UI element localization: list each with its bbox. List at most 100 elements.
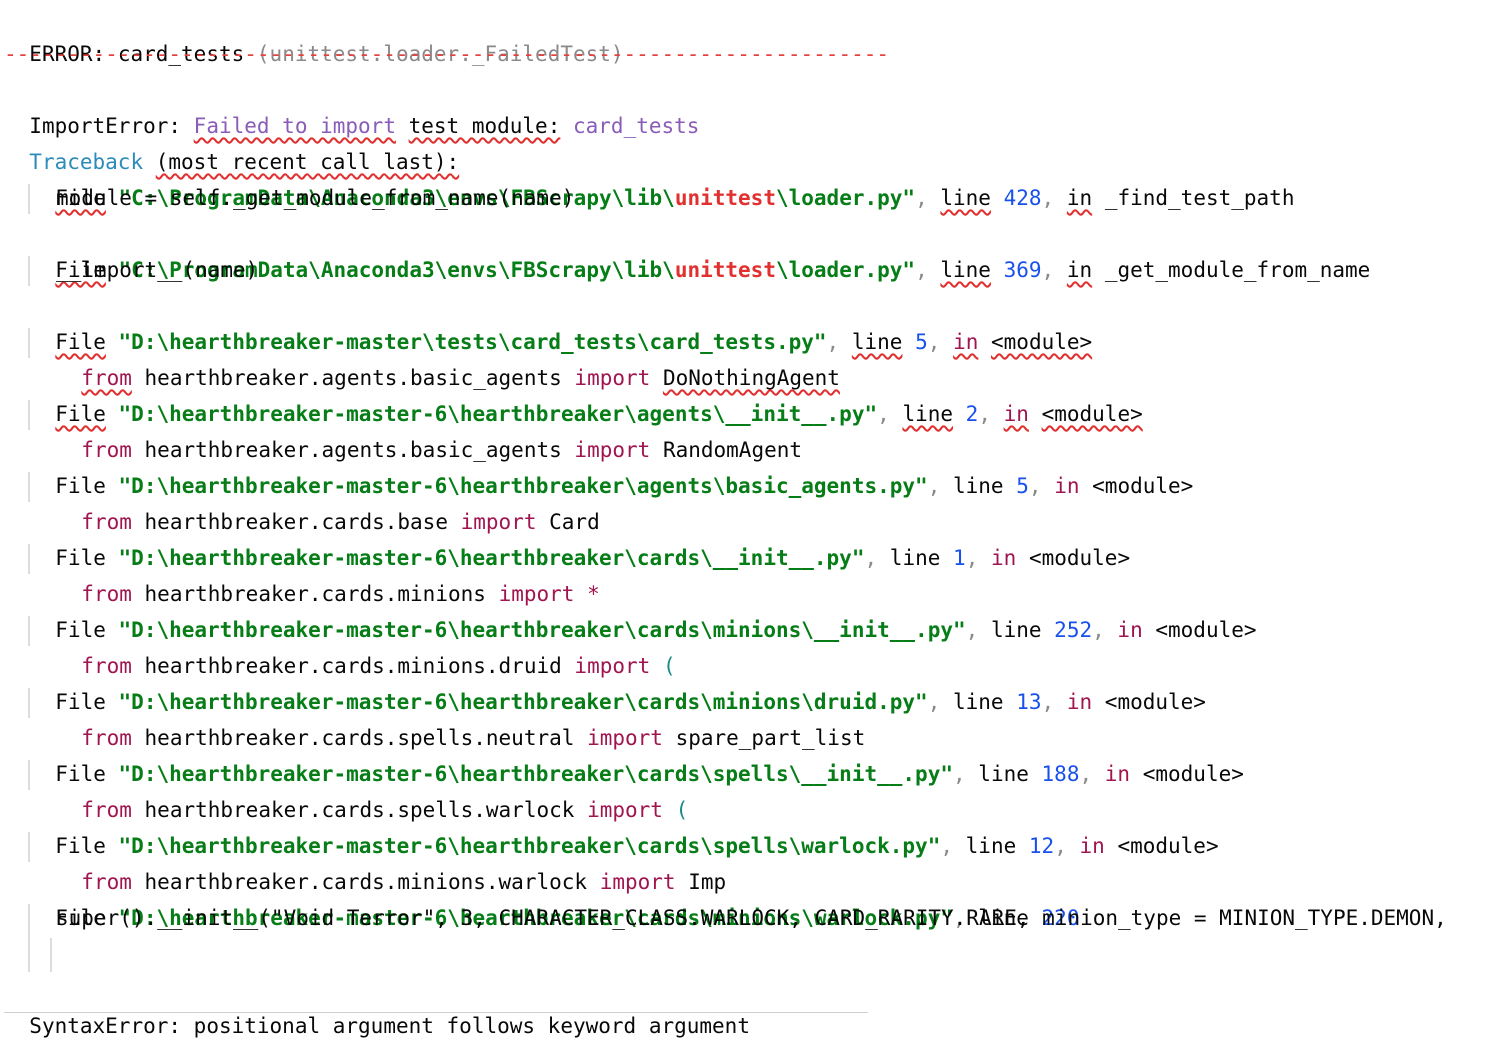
code-import: import	[587, 798, 663, 822]
comma: ,	[927, 474, 941, 498]
frame-function: _find_test_path	[1104, 186, 1295, 210]
indent-guide	[28, 760, 30, 790]
line-label: line	[990, 618, 1042, 642]
code-import: import	[574, 438, 651, 462]
frame-function: <module>	[1117, 834, 1219, 858]
frame-file-line[interactable]: File "D:\hearthbreaker-master-6\hearthbr…	[30, 864, 1079, 930]
in-label: in	[991, 546, 1017, 570]
import-error-message-prefix: Failed to import	[193, 114, 396, 138]
syntax-error-type: SyntaxError:	[29, 1014, 182, 1038]
code-from: from	[81, 726, 132, 750]
frame-code-line: from hearthbreaker.cards.spells.neutral …	[56, 684, 865, 750]
frame-function: <module>	[1092, 474, 1194, 498]
code-name: Card	[549, 510, 600, 534]
code-name: DoNothingAgent	[662, 366, 840, 390]
comma: ,	[952, 762, 966, 786]
comma: ,	[927, 330, 941, 354]
file-label: File	[55, 618, 106, 642]
frame-code-line: from hearthbreaker.cards.spells.warlock …	[56, 756, 688, 822]
code-from: from	[81, 438, 132, 462]
frame-path-highlight[interactable]: unittest	[674, 186, 776, 210]
comma: ,	[915, 258, 928, 282]
frame-code-line: from hearthbreaker.cards.minions import …	[56, 540, 599, 606]
frame-file-line[interactable]: File "D:\hearthbreaker-master-6\hearthbr…	[30, 576, 1256, 642]
frame-code-line: __import__(name)	[56, 258, 259, 282]
frame-path-tail[interactable]: \loader.py"	[775, 258, 916, 282]
separator-line: ----------------------------------------…	[4, 42, 890, 66]
code-module: hearthbreaker.cards.minions	[144, 582, 486, 606]
frame-path[interactable]: "C:\ProgramData\Anaconda3\envs\FBScrapy\…	[118, 258, 675, 282]
frame-code-line: from hearthbreaker.agents.basic_agents i…	[56, 396, 802, 462]
frame-file-line[interactable]: File "C:\ProgramData\Anaconda3\envs\FBSc…	[30, 144, 1294, 210]
frame-function: <module>	[1104, 690, 1206, 714]
error-loader: (unittest.loader._FailedTest)	[256, 42, 624, 66]
code-import: import	[460, 510, 537, 534]
code-name: (	[662, 654, 676, 678]
syntax-error-line: SyntaxError: positional argument follows…	[4, 972, 750, 1038]
comma: ,	[940, 834, 953, 858]
traceback-header: Traceback (most recent call last):	[4, 108, 459, 174]
frame-line-number: 1	[953, 546, 966, 570]
indent-guide	[28, 616, 30, 646]
comma: ,	[927, 690, 941, 714]
code-name: spare_part_list	[675, 726, 866, 750]
frame-path[interactable]: "D:\hearthbreaker-master-6\hearthbreaker…	[118, 474, 928, 498]
frame-path[interactable]: "D:\hearthbreaker-master-6\hearthbreaker…	[118, 834, 941, 858]
frame-file-line[interactable]: File "D:\hearthbreaker-master-6\hearthbr…	[30, 432, 1193, 498]
frame-path[interactable]: "D:\hearthbreaker-master\tests\card_test…	[118, 330, 827, 354]
frame-path[interactable]: "D:\hearthbreaker-master-6\hearthbreaker…	[118, 690, 928, 714]
comma: ,	[952, 906, 966, 930]
import-error-module: card_tests	[573, 114, 700, 138]
frame-code-line: from hearthbreaker.cards.minions.warlock…	[56, 828, 726, 894]
frame-file-line[interactable]: File "D:\hearthbreaker-master\tests\card…	[30, 288, 1092, 354]
frame-path[interactable]: "C:\ProgramData\Anaconda3\envs\FBScrapy\…	[118, 186, 675, 210]
frame-file-line[interactable]: File "C:\ProgramData\Anaconda3\envs\FBSc…	[30, 216, 1370, 282]
frame-function: <module>	[1041, 402, 1143, 426]
frame-path[interactable]: "D:\hearthbreaker-master-6\hearthbreaker…	[118, 906, 953, 930]
frame-line-number: 13	[1016, 690, 1042, 714]
code-module: hearthbreaker.cards.spells.warlock	[144, 798, 575, 822]
frame-path-highlight[interactable]: unittest	[674, 258, 776, 282]
line-label: line	[902, 402, 954, 426]
frame-file-line[interactable]: File "D:\hearthbreaker-master-6\hearthbr…	[30, 504, 1130, 570]
indent-guide	[28, 256, 30, 286]
code-module: hearthbreaker.cards.base	[144, 510, 448, 534]
frame-line-number: 428	[1003, 186, 1042, 210]
in-label: in	[1066, 690, 1093, 714]
line-label: line	[940, 186, 991, 210]
import-error-type: ImportError:	[29, 114, 182, 138]
frame-path[interactable]: "D:\hearthbreaker-master-6\hearthbreaker…	[118, 546, 865, 570]
line-label: line	[953, 474, 1004, 498]
comma: ,	[826, 330, 840, 354]
code-import: import	[599, 870, 676, 894]
frame-function: <module>	[1155, 618, 1257, 642]
comma: ,	[1054, 834, 1067, 858]
in-label: in	[1054, 474, 1080, 498]
frame-file-line[interactable]: File "D:\hearthbreaker-master-6\hearthbr…	[30, 720, 1244, 786]
frame-path[interactable]: "D:\hearthbreaker-master-6\hearthbreaker…	[118, 762, 953, 786]
indent-guide	[28, 472, 30, 502]
code-name: RandomAgent	[662, 438, 803, 462]
code-from: from	[81, 870, 132, 894]
comma: ,	[1092, 618, 1105, 642]
frame-path[interactable]: "D:\hearthbreaker-master-6\hearthbreaker…	[118, 402, 878, 426]
comma: ,	[978, 402, 991, 426]
frame-file-line[interactable]: File "D:\hearthbreaker-master-6\hearthbr…	[30, 360, 1142, 426]
frame-file-line[interactable]: File "D:\hearthbreaker-master-6\hearthbr…	[30, 648, 1206, 714]
frame-code-line: from hearthbreaker.cards.minions.druid i…	[56, 612, 675, 678]
indent-guide	[28, 544, 30, 574]
line-label: line	[978, 906, 1029, 930]
code-module: hearthbreaker.agents.basic_agents	[144, 366, 562, 390]
line-label: line	[965, 834, 1017, 858]
frame-path[interactable]: "D:\hearthbreaker-master-6\hearthbreaker…	[118, 618, 966, 642]
bottom-divider	[4, 1012, 868, 1013]
frame-function: _get_module_from_name	[1104, 258, 1371, 282]
frame-line-number: 2	[965, 402, 979, 426]
traceback-word: Traceback	[29, 150, 144, 174]
file-label: File	[55, 690, 106, 714]
frame-path-tail[interactable]: \loader.py"	[775, 186, 916, 210]
in-label: in	[1003, 402, 1029, 426]
frame-file-line[interactable]: File "D:\hearthbreaker-master-6\hearthbr…	[30, 792, 1218, 858]
code-name: (	[675, 798, 689, 822]
code-name: Imp	[688, 870, 727, 894]
